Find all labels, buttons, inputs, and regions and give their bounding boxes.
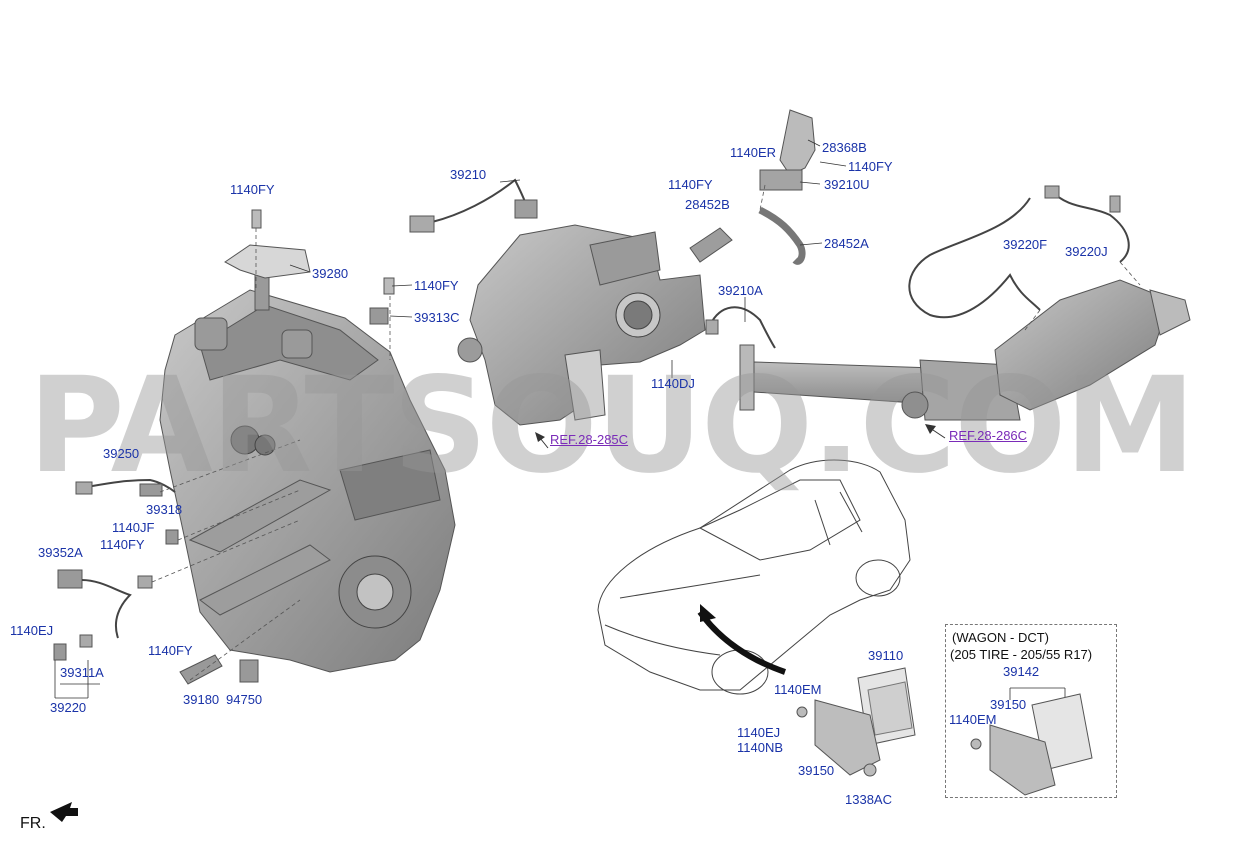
ref-link-left[interactable]: REF.28-285C (550, 432, 629, 447)
front-arrow-icon (50, 802, 78, 822)
part-label[interactable]: 1140EM (949, 712, 997, 727)
o2-sensor-39210-wire (431, 178, 529, 223)
part-label[interactable]: 1338AC (845, 792, 892, 807)
box-note-line2: (205 TIRE - 205/55 R17) (950, 647, 1093, 662)
part-label[interactable]: 39220F (1003, 237, 1048, 252)
part-label[interactable]: 1140NB (737, 740, 784, 755)
part-label[interactable]: 1140FY (848, 159, 893, 174)
part-label[interactable]: 39220 (50, 700, 87, 715)
part-label[interactable]: 39210U (824, 177, 870, 192)
part-label[interactable]: 39220J (1065, 244, 1108, 259)
front-exhaust-pipe (739, 279, 1191, 421)
part-label[interactable]: 1140EJ (10, 623, 54, 638)
part-label[interactable]: 1140ER (730, 145, 777, 160)
part-label[interactable]: 94750 (226, 692, 263, 707)
box-note-line1: (WAGON - DCT) (952, 630, 1049, 645)
part-label[interactable]: 39280 (312, 266, 349, 281)
part-label[interactable]: 1140EM (774, 682, 822, 697)
part-label[interactable]: 1140EJ (737, 725, 781, 740)
part-label[interactable]: 28452B (685, 197, 730, 212)
part-label[interactable]: 1140FY (414, 278, 459, 293)
part-label[interactable]: 1140FY (148, 643, 193, 658)
part-label[interactable]: 39142 (1003, 664, 1040, 679)
part-label[interactable]: 39150 (798, 763, 835, 778)
part-label[interactable]: 1140DJ (651, 376, 695, 391)
wagon-dct-box (945, 624, 1117, 798)
part-label[interactable]: 39313C (414, 310, 460, 325)
part-label[interactable]: 39180 (183, 692, 220, 707)
part-label[interactable]: 39352A (38, 545, 83, 560)
bolt-1140fy (251, 209, 262, 229)
part-label[interactable]: 1140FY (100, 537, 145, 552)
part-label[interactable]: 39318 (146, 502, 183, 517)
orientation-label: FR. (20, 815, 46, 832)
part-label[interactable]: 39110 (868, 648, 904, 663)
part-label[interactable]: 1140JF (112, 520, 155, 535)
part-label[interactable]: 39250 (103, 446, 140, 461)
vehicle-outline (597, 459, 911, 695)
ref-link-right[interactable]: REF.28-286C (949, 428, 1028, 443)
part-label[interactable]: 1140FY (668, 177, 713, 192)
exhaust-manifold (457, 224, 706, 426)
part-label[interactable]: 1140FY (230, 182, 275, 197)
bracket-39280 (224, 244, 311, 279)
sensor-39313c (369, 307, 389, 325)
part-label[interactable]: 28452A (824, 236, 869, 251)
engine-block (159, 269, 456, 673)
part-label[interactable]: 39311A (60, 665, 104, 680)
part-label[interactable]: 39210A (718, 283, 763, 298)
watermark: PARTSOUQ.COM (28, 349, 1196, 503)
part-label[interactable]: 39210 (450, 167, 487, 182)
part-label[interactable]: 28368B (822, 140, 867, 155)
part-label[interactable]: 39150 (990, 697, 1027, 712)
